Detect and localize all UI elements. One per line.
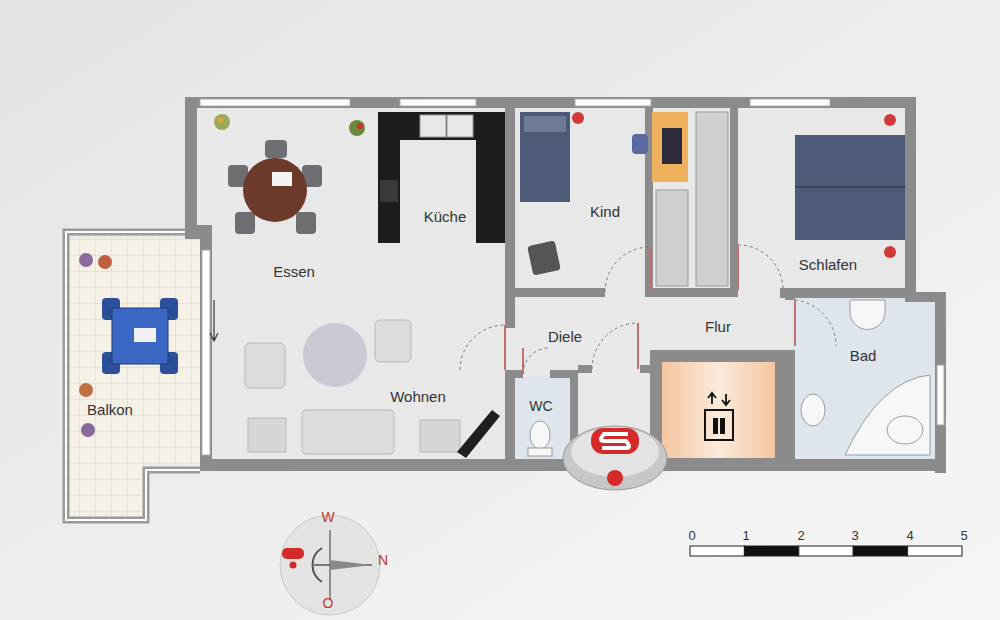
compass bbox=[280, 515, 380, 615]
sparkasse-logo bbox=[563, 426, 667, 490]
room-label: Wohnen bbox=[390, 389, 446, 406]
scale-number: 0 bbox=[688, 529, 695, 543]
compass-letter: O bbox=[323, 596, 334, 611]
floors bbox=[70, 106, 939, 516]
sliding-door-arrow bbox=[210, 300, 218, 341]
scale-number: 5 bbox=[960, 529, 967, 543]
door-arcs bbox=[460, 245, 836, 374]
compass-letter: N bbox=[378, 553, 388, 568]
scale-bar bbox=[690, 546, 962, 556]
scale-number: 4 bbox=[906, 529, 913, 543]
compass-letter: W bbox=[321, 510, 334, 525]
dining-set bbox=[228, 140, 322, 234]
room-label: Balkon bbox=[87, 402, 133, 419]
living-furniture bbox=[245, 320, 500, 458]
room-label: Flur bbox=[705, 319, 731, 336]
room-label: Schlafen bbox=[799, 257, 857, 274]
windows bbox=[200, 99, 944, 455]
room-label: Essen bbox=[273, 264, 315, 281]
balcony-railing bbox=[66, 232, 200, 520]
room-label: Bad bbox=[850, 348, 877, 365]
plants bbox=[79, 114, 365, 437]
child-room-furniture bbox=[520, 112, 728, 286]
room-label: Küche bbox=[424, 209, 467, 226]
room-label: WC bbox=[529, 399, 552, 414]
bedroom-furniture bbox=[795, 114, 905, 258]
walls bbox=[185, 97, 946, 473]
elevator-symbol bbox=[662, 362, 775, 458]
scale-number: 1 bbox=[742, 529, 749, 543]
scale-number: 2 bbox=[797, 529, 804, 543]
room-label: Kind bbox=[590, 204, 620, 221]
balcony-table bbox=[102, 298, 178, 374]
scale-number: 3 bbox=[851, 529, 858, 543]
room-label: Diele bbox=[548, 329, 582, 346]
kitchen-counter bbox=[378, 112, 505, 243]
